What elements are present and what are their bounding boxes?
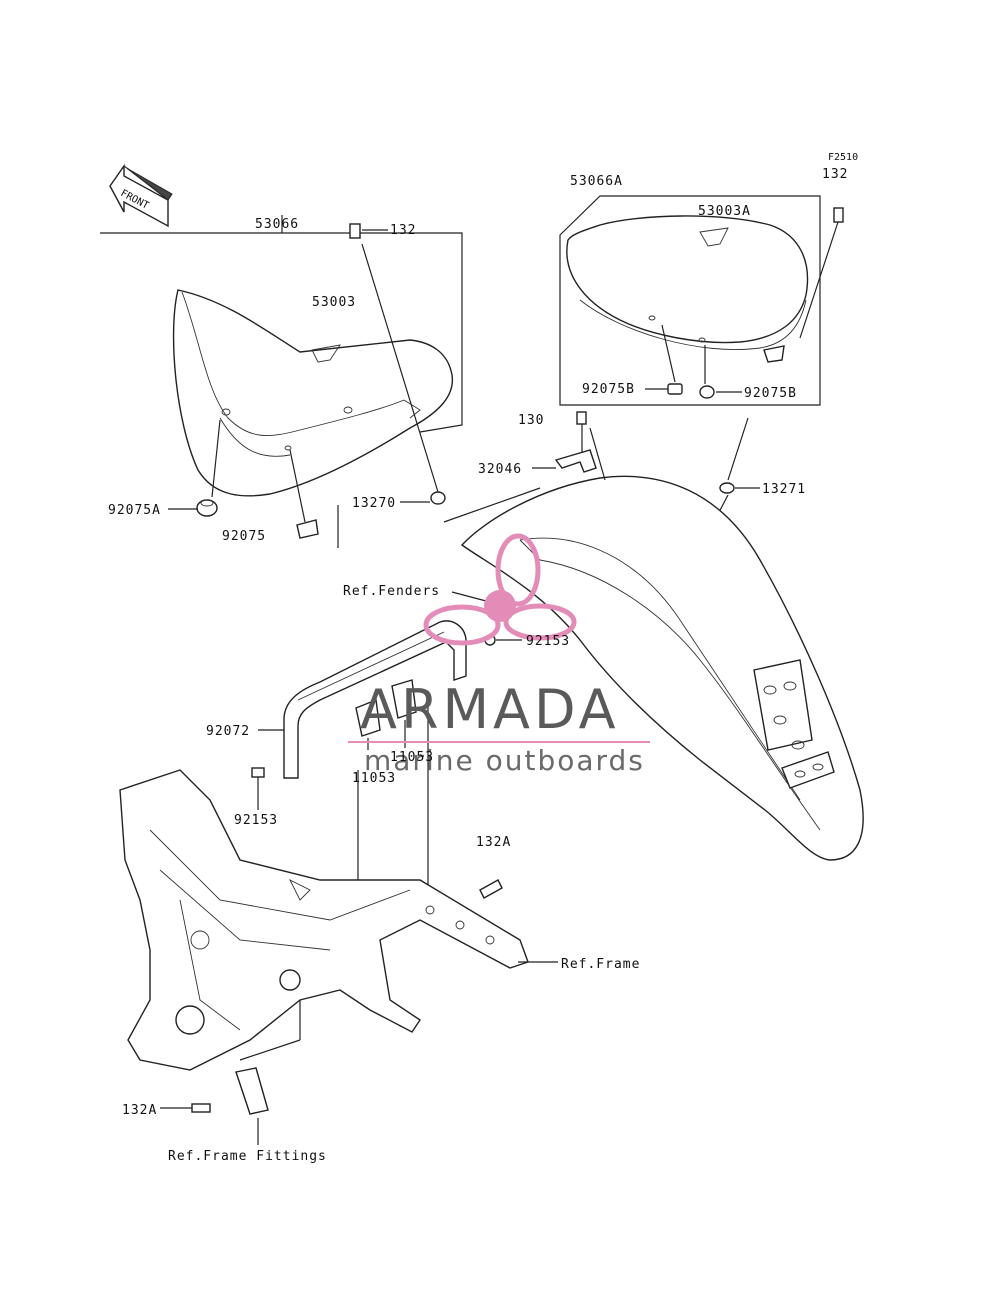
callout-53003: 53003: [312, 295, 356, 310]
callout-132a-lower: 132A: [122, 1103, 157, 1118]
callout-13271: 13271: [762, 482, 806, 497]
seat-bracket: [532, 411, 606, 481]
callout-132a-upper: 132A: [476, 835, 511, 850]
callout-92075: 92075: [222, 529, 266, 544]
pillion-seat-group: [559, 195, 844, 561]
rear-fender: [451, 475, 864, 861]
callout-92153-right: 92153: [526, 634, 570, 649]
rider-seat-group: [100, 215, 541, 548]
watermark-brand: ARMADA: [360, 678, 620, 741]
callout-53066: 53066: [255, 217, 299, 232]
callout-130: 130: [518, 413, 544, 428]
callout-132-right: 132: [822, 167, 848, 182]
callout-53066a: 53066A: [570, 174, 623, 189]
callout-13270: 13270: [352, 496, 396, 511]
callout-92072: 92072: [206, 724, 250, 739]
callout-92075b-left: 92075B: [582, 382, 635, 397]
callout-ref-frame-fittings: Ref.Frame Fittings: [168, 1149, 327, 1164]
callout-92153-left: 92153: [234, 813, 278, 828]
callout-11053-b: 11053: [390, 750, 434, 765]
callout-92075a: 92075A: [108, 503, 161, 518]
callout-92075b-right: 92075B: [744, 386, 797, 401]
callout-ref-frame: Ref.Frame: [561, 957, 640, 972]
motorcycle-frame: [119, 769, 558, 1145]
watermark-tagline: marine outboards: [364, 744, 645, 777]
propeller-logo-icon: [423, 533, 577, 646]
callout-53003a: 53003A: [698, 204, 751, 219]
callout-132-top: 132: [390, 223, 416, 238]
watermark: ARMADA marine outboards: [348, 533, 650, 777]
callout-32046: 32046: [478, 462, 522, 477]
figure-code: F2510: [828, 152, 858, 163]
callout-ref-fenders: Ref.Fenders: [343, 584, 440, 599]
front-arrow-icon: FRONT: [109, 163, 173, 228]
callout-11053-a: 11053: [352, 771, 396, 786]
